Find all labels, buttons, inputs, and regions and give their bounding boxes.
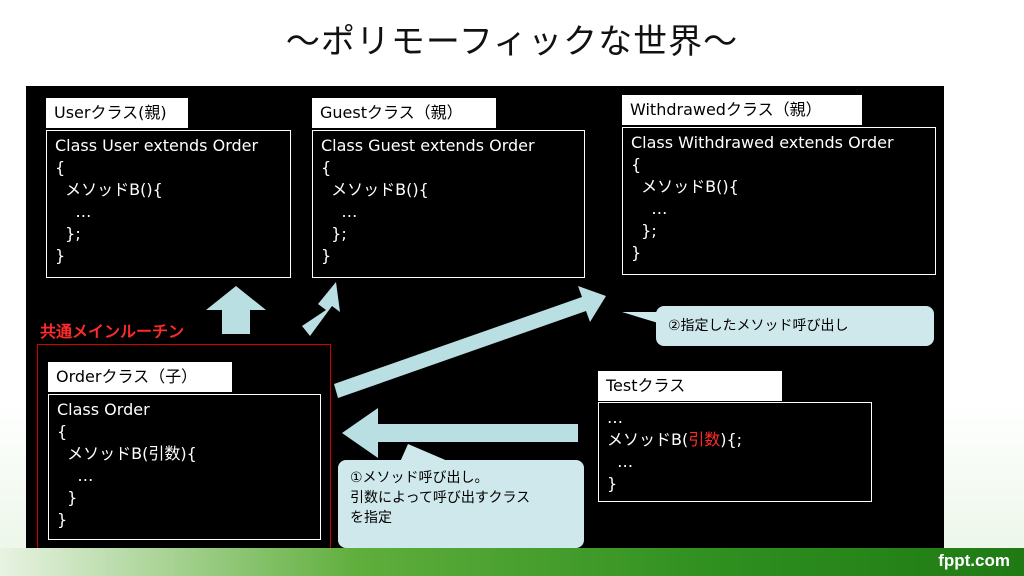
code-line: } xyxy=(607,474,618,493)
code-line: Class User extends Order xyxy=(55,136,259,155)
slide-title: 〜ポリモーフィックな世界〜 xyxy=(285,22,739,62)
code-line: Class Withdrawed extends Order xyxy=(631,133,894,152)
footer-band xyxy=(0,548,1024,576)
test-class-code: … メソッドB(引数){; … } xyxy=(598,402,872,502)
code-line: メソッドB(){ xyxy=(631,177,739,196)
code-line: } xyxy=(57,488,78,507)
code-line: … xyxy=(607,452,634,471)
code-line: } xyxy=(55,246,66,265)
code-line: Class Order xyxy=(57,400,150,419)
arrow-to-guest xyxy=(302,282,340,336)
callout2-bubble xyxy=(656,306,934,346)
code-line: … xyxy=(55,202,92,221)
code-line: Class Guest extends Order xyxy=(321,136,535,155)
guest-class-code: Class Guest extends Order { メソッドB(){ … }… xyxy=(312,130,585,278)
withdrawed-class-tab: Withdrawedクラス（親） xyxy=(622,95,862,125)
test-class-tab: Testクラス xyxy=(598,371,782,401)
guest-class-tab: Guestクラス（親） xyxy=(312,98,496,128)
code-line: … xyxy=(631,199,668,218)
callout-method-call-text: ①メソッド呼び出し。 引数によって呼び出すクラス を指定 xyxy=(350,470,531,526)
callout1-pointer xyxy=(400,444,450,462)
code-line: … xyxy=(607,408,623,427)
code-line: } xyxy=(57,510,68,529)
arrow-up-to-user xyxy=(206,286,266,334)
code-line: } xyxy=(631,243,642,262)
code-line: { xyxy=(55,158,66,177)
code-line: … xyxy=(321,202,358,221)
arrow-to-withdrawed xyxy=(334,286,606,398)
code-line: }; xyxy=(321,224,347,243)
main-routine-label: 共通メインルーチン xyxy=(40,322,185,341)
arrow-to-order xyxy=(342,408,578,458)
code-line: } xyxy=(321,246,332,265)
order-class-tab: Orderクラス（子） xyxy=(48,362,232,392)
code-line: { xyxy=(321,158,332,177)
order-class-code: Class Order { メソッドB(引数){ … } } xyxy=(48,394,321,540)
code-line: メソッドB(){ xyxy=(321,180,429,199)
code-line: }; xyxy=(55,224,81,243)
code-line-call: メソッドB(引数){; xyxy=(607,429,863,451)
method-call-prefix: メソッドB( xyxy=(607,430,689,449)
code-line: { xyxy=(631,155,642,174)
argument-highlight: 引数 xyxy=(688,430,721,449)
code-line: { xyxy=(57,422,68,441)
code-line: }; xyxy=(631,221,657,240)
code-line: メソッドB(引数){ xyxy=(57,444,197,463)
callout1-bubble xyxy=(338,460,584,548)
code-line: … xyxy=(57,466,94,485)
method-call-suffix: ){; xyxy=(720,430,743,449)
withdrawed-class-code: Class Withdrawed extends Order { メソッドB()… xyxy=(622,127,936,275)
user-class-code: Class User extends Order { メソッドB(){ … };… xyxy=(46,130,291,278)
code-line: メソッドB(){ xyxy=(55,180,163,199)
footer-logo: fppt.com xyxy=(938,551,1010,570)
callout-specified-method-text: ②指定したメソッド呼び出し xyxy=(668,318,849,334)
user-class-tab: Userクラス(親) xyxy=(46,98,188,128)
